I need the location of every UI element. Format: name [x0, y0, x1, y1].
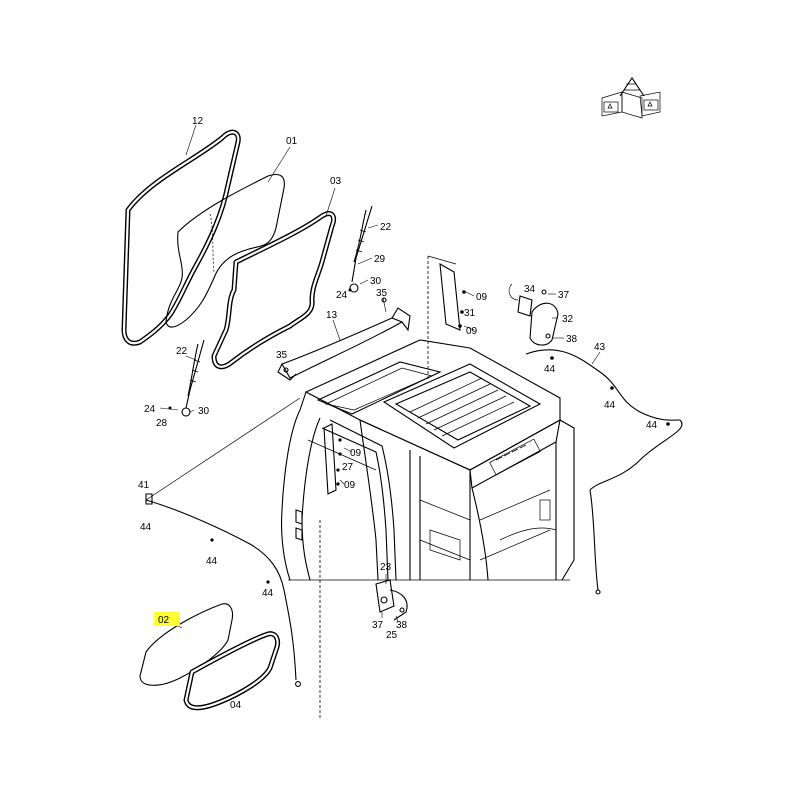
label-09b: 09: [466, 326, 478, 337]
part-32-housing: [508, 283, 564, 346]
part-13-trim: [277, 297, 411, 381]
label-37b: 37: [372, 620, 384, 631]
label-24a: 24: [336, 290, 348, 301]
label-35b: 35: [276, 350, 288, 361]
label-31: 31: [464, 308, 476, 319]
label-43: 43: [594, 342, 606, 353]
label-30b: 30: [198, 406, 210, 417]
label-09c: 09: [350, 448, 362, 459]
label-29: 29: [374, 254, 386, 265]
label-01: 01: [286, 136, 298, 147]
part-43-harness: [525, 349, 683, 595]
label-04: 04: [230, 700, 242, 711]
part-01-glass: [165, 146, 291, 328]
part-02-glass: [139, 603, 234, 686]
label-38b: 38: [396, 620, 408, 631]
label-30a: 30: [370, 276, 382, 287]
label-41: 41: [138, 480, 150, 491]
part-03-gasket: [211, 187, 337, 370]
part-41-harness: [145, 397, 301, 687]
part-22-wiper-lower: [159, 339, 205, 417]
callout-labels: 12 01 03 22 29 30 24 35 13 35 22 24 30 2…: [138, 116, 658, 711]
highlight-02: [154, 612, 180, 626]
label-25: 25: [386, 630, 398, 641]
part-31-bracket: [427, 255, 475, 380]
part-12-gasket: [121, 124, 241, 346]
orientation-cube-icon: [601, 77, 661, 119]
label-03: 03: [330, 176, 342, 187]
label-02: 02: [158, 615, 170, 626]
label-44e: 44: [206, 556, 218, 567]
label-12: 12: [192, 116, 204, 127]
label-35a: 35: [376, 288, 388, 299]
part-27-rail: [319, 423, 353, 720]
label-13: 13: [326, 310, 338, 321]
label-44a: 44: [544, 364, 556, 375]
label-38a: 38: [566, 334, 578, 345]
label-23: 23: [380, 562, 392, 573]
label-22a: 22: [380, 222, 392, 233]
label-34: 34: [524, 284, 536, 295]
label-44f: 44: [262, 588, 274, 599]
part-04-gasket: [183, 631, 281, 711]
label-28: 28: [156, 418, 168, 429]
label-09d: 09: [344, 480, 356, 491]
label-44d: 44: [140, 522, 152, 533]
label-24b: 24: [144, 404, 156, 415]
label-32: 32: [562, 314, 574, 325]
part-22-wiper-upper: [348, 205, 379, 293]
label-22b: 22: [176, 346, 188, 357]
label-44b: 44: [604, 400, 616, 411]
label-09a: 09: [476, 292, 488, 303]
label-37a: 37: [558, 290, 570, 301]
label-44c: 44: [646, 420, 658, 431]
part-23-mechanism: [375, 574, 408, 623]
label-27: 27: [342, 462, 354, 473]
